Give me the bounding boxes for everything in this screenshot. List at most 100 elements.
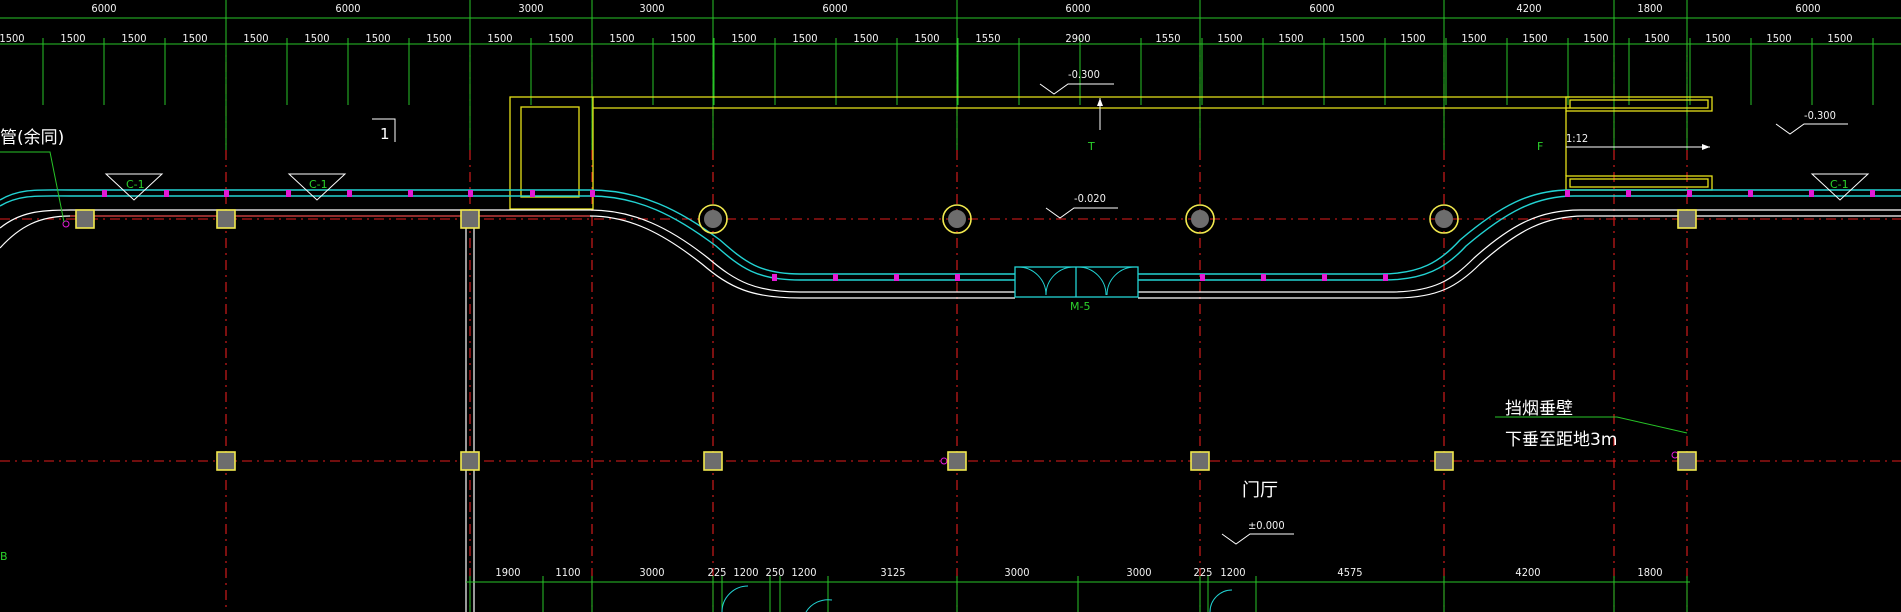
column xyxy=(216,451,236,471)
dim-minor: 1500 xyxy=(609,32,634,45)
bottom-dimensions: 1900 1100 3000 225 1200 250 1200 3125 30… xyxy=(466,566,1690,612)
window-tag: C-1 xyxy=(1830,178,1849,191)
window-tag: C-1 xyxy=(309,178,328,191)
smoke-wall-label: 挡烟垂壁 xyxy=(1505,399,1573,419)
dim-bottom: 225 xyxy=(708,566,727,579)
room-name-lobby: 门厅 xyxy=(1242,480,1278,501)
column xyxy=(947,451,967,471)
pipe-note: 管(余同) xyxy=(0,128,64,148)
shaft-outline xyxy=(509,96,594,210)
column xyxy=(703,451,723,471)
arrow-label-t: T xyxy=(1087,140,1095,153)
dim-minor: 1500 xyxy=(1644,32,1669,45)
column xyxy=(75,209,95,229)
dim-minor: 1500 xyxy=(182,32,207,45)
dim-major: 4200 xyxy=(1516,2,1541,15)
dim-minor: 1550 xyxy=(975,32,1000,45)
level-mark: -0.300 xyxy=(1068,68,1100,81)
wall xyxy=(1138,215,1901,299)
dim-minor: 1500 xyxy=(1522,32,1547,45)
dim-major: 1800 xyxy=(1637,2,1662,15)
smoke-wall-note: 下垂至距地3m xyxy=(1505,430,1617,450)
dim-major: 6000 xyxy=(335,2,360,15)
wall xyxy=(0,209,1015,293)
ramp-top xyxy=(1565,96,1713,112)
top-major-dimensions: 6000 6000 3000 3000 6000 6000 6000 4200 … xyxy=(91,2,1820,15)
shaft-inner xyxy=(520,106,580,198)
wall xyxy=(0,215,1015,299)
column xyxy=(1190,451,1210,471)
walls xyxy=(0,189,1901,612)
dim-major: 3000 xyxy=(639,2,664,15)
curtain-wall xyxy=(1138,189,1901,275)
level-marks: -0.300 -0.020 -0.300 ±0.000 xyxy=(1039,68,1848,545)
round-columns xyxy=(698,204,1459,234)
dim-minor: 1500 xyxy=(792,32,817,45)
dim-minor: 1500 xyxy=(670,32,695,45)
dim-minor: 1500 xyxy=(1705,32,1730,45)
level-mark: -0.020 xyxy=(1074,192,1106,205)
dim-major: 6000 xyxy=(1065,2,1090,15)
dim-major: 6000 xyxy=(91,2,116,15)
column xyxy=(1677,451,1697,471)
dim-bottom: 3000 xyxy=(1004,566,1029,579)
dim-bottom: 1200 xyxy=(791,566,816,579)
axis-mark: B xyxy=(0,550,8,563)
window-tags: C-1 C-1 C-1 xyxy=(104,173,1870,201)
dim-minor: 1500 xyxy=(731,32,756,45)
slope-label: 1:12 xyxy=(1566,132,1588,145)
ramp-bottom-inner xyxy=(1569,178,1709,188)
dim-minor: 1500 xyxy=(853,32,878,45)
column xyxy=(216,209,236,229)
dim-bottom: 225 xyxy=(1194,566,1213,579)
upper-structures xyxy=(509,96,1713,210)
dim-bottom: 3000 xyxy=(639,566,664,579)
dim-bottom: 1200 xyxy=(1220,566,1245,579)
dim-minor: 1500 xyxy=(60,32,85,45)
dim-minor: 1500 xyxy=(1583,32,1608,45)
dim-bottom: 4200 xyxy=(1515,566,1540,579)
dim-minor: 1550 xyxy=(1155,32,1180,45)
dim-bottom: 1100 xyxy=(555,566,580,579)
dim-bottom: 1800 xyxy=(1637,566,1662,579)
curtain-wall-inner xyxy=(1138,195,1901,281)
wall xyxy=(1138,209,1901,293)
columns xyxy=(75,204,1697,471)
dim-minor: 2900 xyxy=(1065,32,1090,45)
top-dimension-lines xyxy=(0,0,1901,150)
level-mark: ±0.000 xyxy=(1248,519,1285,532)
curtain-wall xyxy=(0,189,1015,275)
dim-bottom: 1900 xyxy=(495,566,520,579)
lower-doors xyxy=(721,585,1233,612)
level-mark: -0.300 xyxy=(1804,109,1836,122)
dim-major: 6000 xyxy=(1795,2,1820,15)
dim-minor: 1500 xyxy=(1339,32,1364,45)
dim-bottom: 4575 xyxy=(1337,566,1362,579)
dim-bottom: 1200 xyxy=(733,566,758,579)
dim-bottom: 250 xyxy=(766,566,785,579)
window-tag: C-1 xyxy=(126,178,145,191)
mullion-markers xyxy=(62,190,1875,465)
dim-minor: 1500 xyxy=(1278,32,1303,45)
dim-minor: 1500 xyxy=(1827,32,1852,45)
column xyxy=(1677,209,1697,229)
column xyxy=(1434,451,1454,471)
dim-minor: 1500 xyxy=(487,32,512,45)
dim-minor: 1500 xyxy=(914,32,939,45)
dim-minor: 1500 xyxy=(304,32,329,45)
dim-minor: 1500 xyxy=(1400,32,1425,45)
dim-minor: 1500 xyxy=(426,32,451,45)
dim-major: 6000 xyxy=(1309,2,1334,15)
dim-minor: 1500 xyxy=(243,32,268,45)
dim-minor: 1500 xyxy=(365,32,390,45)
dim-minor: 1500 xyxy=(121,32,146,45)
dim-major: 3000 xyxy=(518,2,543,15)
dim-minor: 1500 xyxy=(548,32,573,45)
door-tag: M-5 xyxy=(1070,300,1090,313)
index-number: 1 xyxy=(380,125,390,143)
dim-minor: 1500 xyxy=(0,32,25,45)
top-minor-dimensions: 1500 1500 1500 1500 1500 1500 1500 1500 … xyxy=(0,32,1853,45)
dim-bottom: 3125 xyxy=(880,566,905,579)
arrow-label-f: F xyxy=(1537,140,1543,153)
